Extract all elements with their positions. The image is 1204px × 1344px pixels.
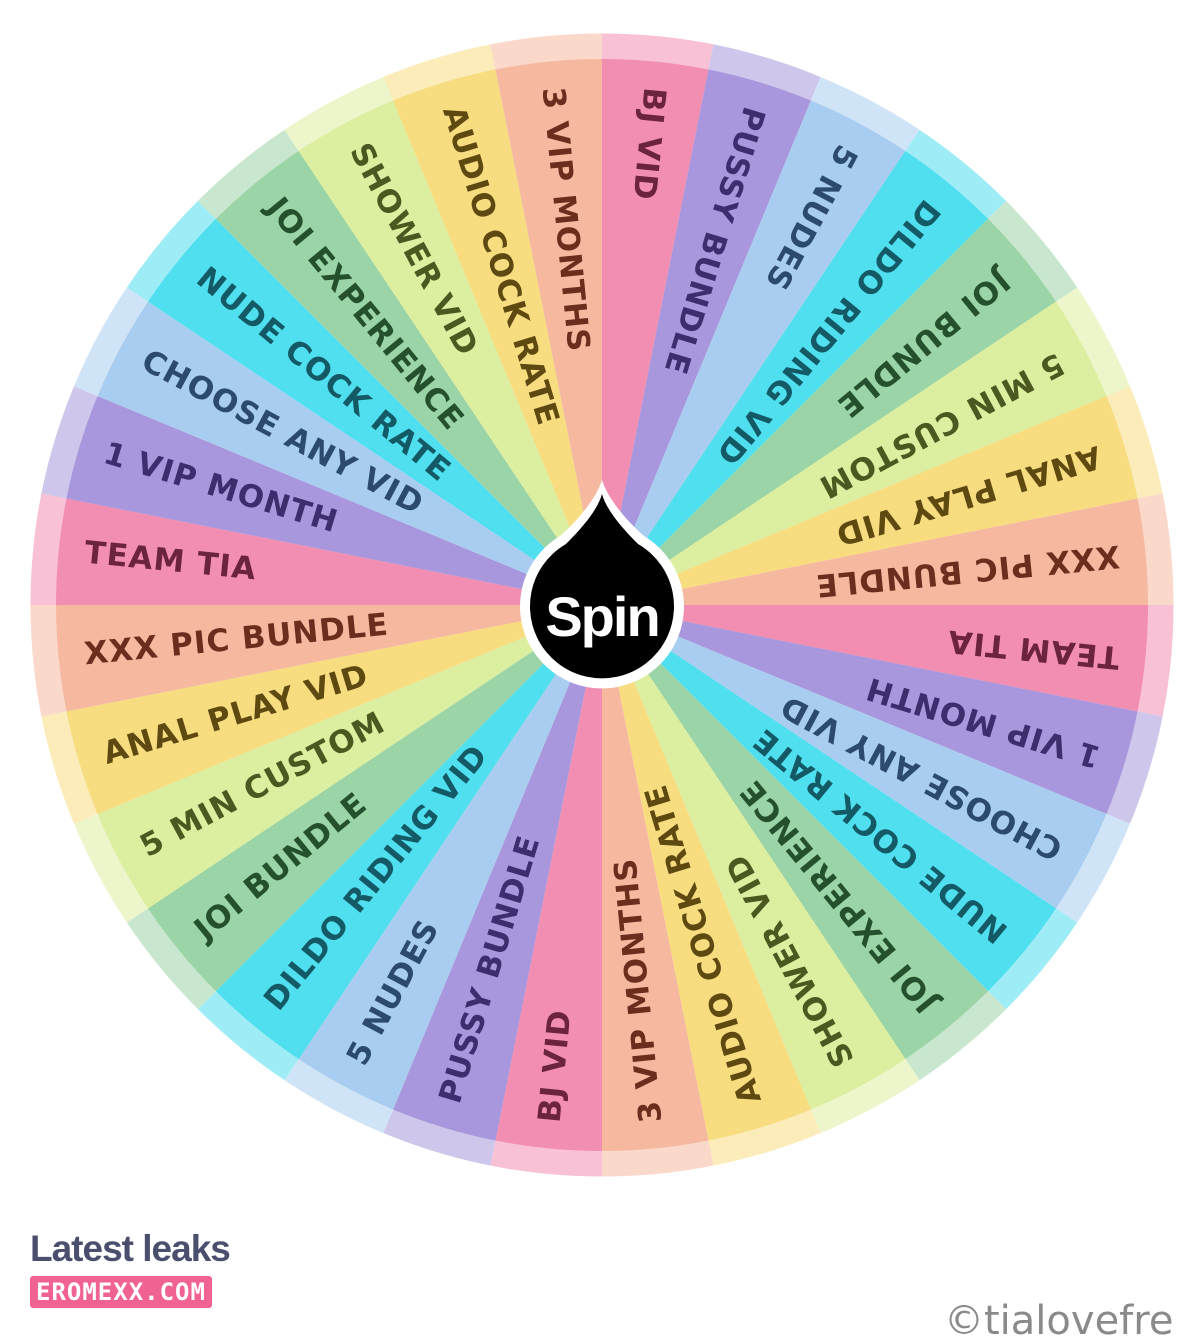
wheel-slice[interactable]: XXX PIC BUNDLE xyxy=(602,493,1174,605)
wheel-slice[interactable]: BJ VID xyxy=(602,33,714,605)
spin-button[interactable]: Spin xyxy=(512,472,692,702)
wheel-slice-wedge[interactable] xyxy=(602,218,1056,606)
wheel-slice[interactable]: 3 VIP MONTHS xyxy=(490,33,602,605)
wheel-slice-wedge[interactable] xyxy=(602,605,709,1151)
wheel-slice-wedge[interactable] xyxy=(56,498,602,605)
spin-button-shape[interactable] xyxy=(512,472,692,702)
wheel-slice-wedge[interactable] xyxy=(66,605,603,814)
wheel-slice-wedge[interactable] xyxy=(495,605,602,1151)
wheel-slice-wedge[interactable] xyxy=(602,151,989,606)
wheel-slice-wedge[interactable] xyxy=(56,605,602,712)
wheel-slice-wedge[interactable] xyxy=(602,605,989,1059)
wheel-slice-wedge[interactable] xyxy=(602,59,709,605)
wheel-slice-wedge[interactable] xyxy=(148,218,603,606)
wheel-slice[interactable]: TEAM TIA xyxy=(30,493,602,605)
wheel-slice-wedge[interactable] xyxy=(298,100,602,606)
credit-text: ©tialovefre xyxy=(944,1298,1174,1344)
wheel-slice[interactable]: ANAL PLAY VID xyxy=(602,386,1164,605)
wheel-slice[interactable]: PUSSY BUNDLE xyxy=(602,43,821,606)
wheel-slice-wedge[interactable] xyxy=(393,69,602,606)
wheel-slice-wedge[interactable] xyxy=(602,100,906,606)
wheel-slice-wedge[interactable] xyxy=(215,605,603,1059)
wheel-slice[interactable]: BJ VID xyxy=(490,605,602,1177)
wheel-slice-wedge[interactable] xyxy=(602,396,1138,605)
wheel-slice-wedge[interactable] xyxy=(148,605,603,992)
wheel-edge xyxy=(29,32,1175,1178)
wheel-slice-wedge[interactable] xyxy=(602,605,1138,814)
watermark: Latest leaks EROMEXX.COM xyxy=(30,1228,250,1308)
wheel-slice-wedge[interactable] xyxy=(66,396,603,605)
wheel-slice[interactable]: XXX PIC BUNDLE xyxy=(30,605,602,717)
wheel-slice[interactable]: TEAM TIA xyxy=(602,605,1174,717)
wheel-slice-wedge[interactable] xyxy=(97,301,603,605)
wheel-slice-wedge[interactable] xyxy=(602,498,1148,605)
watermark-site: EROMEXX.COM xyxy=(30,1276,212,1308)
wheel-slice-wedge[interactable] xyxy=(298,605,602,1110)
wheel-slice[interactable]: ANAL PLAY VID xyxy=(40,605,603,824)
wheel-slice-wedge[interactable] xyxy=(602,605,906,1110)
wheel-slice-wedge[interactable] xyxy=(393,605,602,1141)
wheel-slice[interactable]: 3 VIP MONTHS xyxy=(602,605,714,1177)
wheel-slice-wedge[interactable] xyxy=(602,301,1107,605)
watermark-title: Latest leaks xyxy=(30,1228,231,1269)
wheel-slice[interactable]: 1 VIP MONTH xyxy=(602,605,1164,824)
wheel-slice-wedge[interactable] xyxy=(602,605,1056,992)
wheel-slice-wedge[interactable] xyxy=(97,605,603,909)
wheel-slice-wedge[interactable] xyxy=(602,605,1148,712)
wheel-slice-wedge[interactable] xyxy=(602,605,1107,909)
wheel-slice-wedge[interactable] xyxy=(602,605,811,1141)
wheel-slice-wedge[interactable] xyxy=(215,151,603,606)
wheel-slice-wedge[interactable] xyxy=(602,69,811,606)
wheel-slice-wedge[interactable] xyxy=(495,59,602,605)
